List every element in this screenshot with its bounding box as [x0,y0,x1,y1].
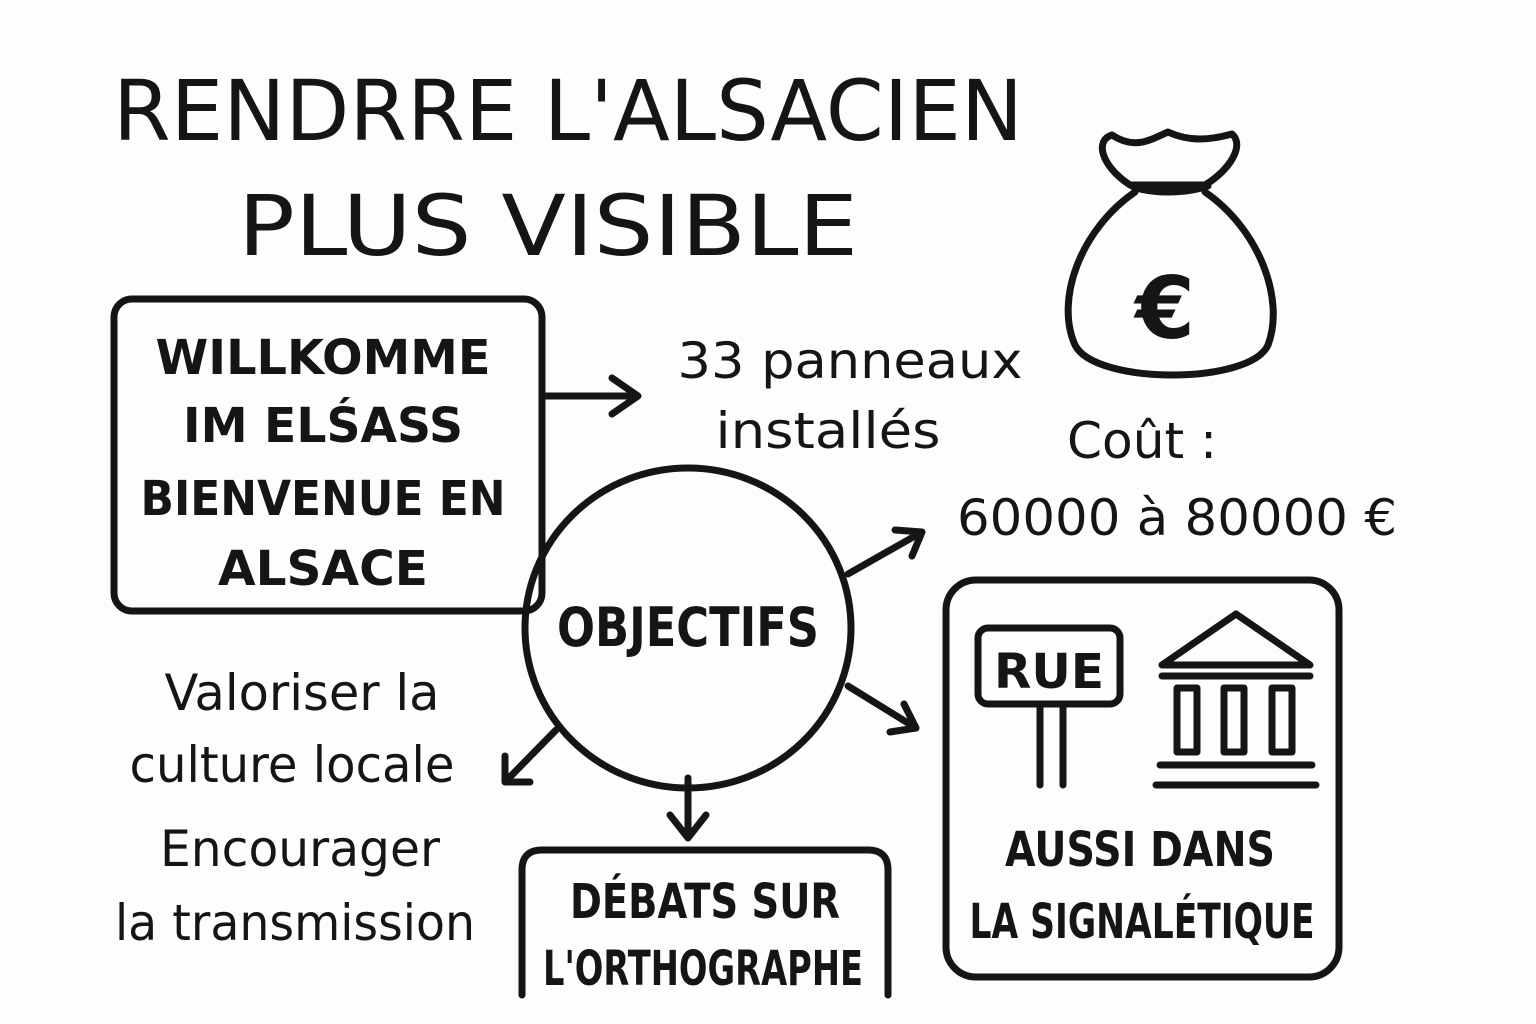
sign-line-4: ALSACE [218,541,428,597]
sign-line-1: WILLKOMME [156,330,491,386]
building-icon [1152,610,1320,789]
objectives-label: OBJECTIFS [557,596,819,659]
street-sign-icon: RUE [974,624,1124,789]
debate-box [518,846,892,999]
goal-line-1: Valoriser la [165,664,440,722]
goal-line-4: la transmission [115,894,475,952]
goal-line-2: culture locale [130,736,455,794]
debate-line-1: DÉBATS SUR [570,873,840,930]
cost-label: Coût : [1067,412,1217,470]
cost-value: 60000 à 80000 € [957,489,1397,547]
goal-line-3: Encourager [160,820,440,878]
panels-line-2: installés [716,402,941,460]
sign-line-2: IM ELŚASS [183,397,463,454]
arrow-to-debate [666,774,710,842]
signage-box [942,576,1343,981]
arrow-to-goals [501,726,560,786]
title-line-1: RENDRRE L'ALSACIEN [113,62,1023,160]
street-sign-label: RUE [994,644,1104,700]
welcome-sign-box [110,295,546,615]
euro-symbol: € [1133,259,1195,359]
panels-line-1: 33 panneaux [678,332,1023,390]
money-bag-euro-icon: € [1064,128,1277,379]
arrow-to-panels [541,374,642,418]
arrow-to-cost [844,526,926,578]
title-line-2: PLUS VISIBLE [238,177,858,275]
sign-line-3: BIENVENUE EN [141,471,506,527]
arrow-to-signage [844,682,920,736]
signage-line-2: LA SIGNALÉTIQUE [970,893,1315,950]
debate-line-2: L'ORTHOGRAPHE [543,941,863,997]
signage-line-1: AUSSI DANS [1005,822,1275,878]
